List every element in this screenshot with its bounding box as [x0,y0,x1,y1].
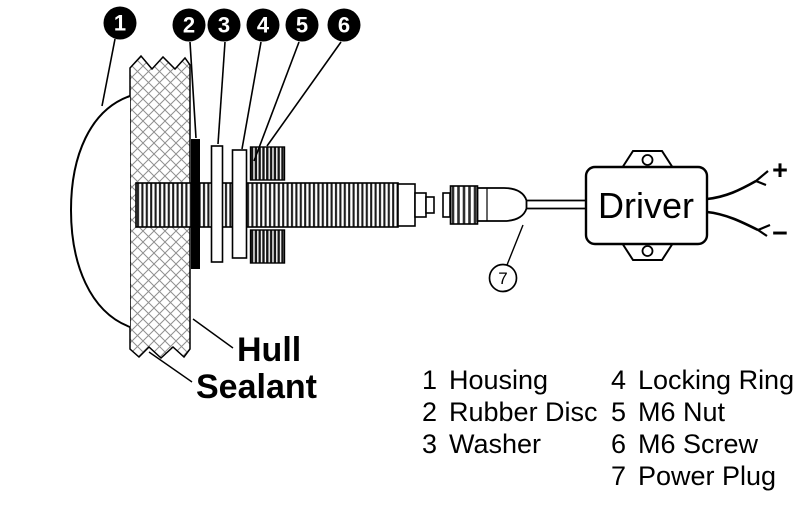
positive-symbol: + [772,155,788,185]
shaft-tip-connector [425,196,435,214]
plug-front-ring [442,192,451,218]
shaft-collar [397,183,416,227]
callout-2-number: 2 [183,13,195,38]
housing-dome [69,95,131,328]
callout-1-leader [101,38,116,107]
threaded-shaft [135,182,435,228]
output-wires: + − [706,155,788,248]
positive-wire [706,179,757,201]
hull-label: Hull [237,331,301,369]
driver-box: Driver [584,150,709,261]
callout-4-leader [241,41,262,150]
callout-badges: 1 2 3 4 5 6 7 [103,6,518,293]
legend-item-3-number: 3 [422,429,437,459]
legend-item-6-number: 6 [611,429,626,459]
legend-item-1-label: Housing [449,365,548,395]
callout-6-number: 6 [338,13,350,38]
callout-5-leader [253,41,300,162]
negative-wire [706,210,759,232]
legend-column-2: 4 Locking Ring 5 M6 Nut 6 M6 Screw 7 Pow… [611,365,794,491]
plug-body [476,187,528,222]
callout-3-badge [207,8,241,42]
driver-ear-top-hole [641,154,654,166]
legend-item-1-number: 1 [422,365,437,395]
callout-3-number: 3 [218,13,230,38]
m6-screw-top [249,146,286,181]
callout-6-badge [327,8,361,42]
driver-body [584,165,709,246]
positive-wire-fork [755,170,769,187]
driver-ear-bottom-hole [641,245,654,257]
callout-7-badge [488,263,518,293]
legend-item-2-label: Rubber Disc [449,397,598,427]
sealant-leader [148,351,193,383]
callout-3-leader [217,41,226,145]
legend-item-7-number: 7 [611,461,626,491]
washer-plate [210,145,224,263]
callout-7-leader [506,224,524,266]
callout-7-number: 7 [498,269,507,288]
legend-item-4-label: Locking Ring [638,365,794,395]
callout-6-leader [266,41,342,147]
callout-5-number: 5 [296,13,308,38]
plug-knurled-ring [449,185,479,225]
legend-item-5-label: M6 Nut [638,397,726,427]
driver-label: Driver [598,185,694,226]
rubber-disc [191,139,200,269]
legend-item-3-label: Washer [449,429,541,459]
callout-leaders [101,38,524,383]
legend-item-7-label: Power Plug [638,461,776,491]
negative-wire-fork [757,223,771,237]
legend-item-5-number: 5 [611,397,626,427]
callout-5-badge [285,8,319,42]
sealant-label: Sealant [196,368,317,406]
legend-item-6-label: M6 Screw [638,429,759,459]
plug-cable [526,199,586,210]
m6-screw-bottom [249,229,286,264]
callout-2-leader [189,41,197,139]
legend-column-1: 1 Housing 2 Rubber Disc 3 Washer [422,365,598,459]
legend-item-4-number: 4 [611,365,626,395]
legend-item-2-number: 2 [422,397,437,427]
locking-ring-plate [231,149,248,259]
callout-2-badge [172,8,206,42]
power-plug [442,185,586,225]
callout-1-number: 1 [114,11,126,36]
shaft-step [414,192,427,218]
callout-1-badge [103,6,137,40]
hull-leader [192,318,234,349]
callout-4-number: 4 [257,13,270,38]
callout-4-badge [246,8,280,42]
negative-symbol: − [772,218,788,248]
